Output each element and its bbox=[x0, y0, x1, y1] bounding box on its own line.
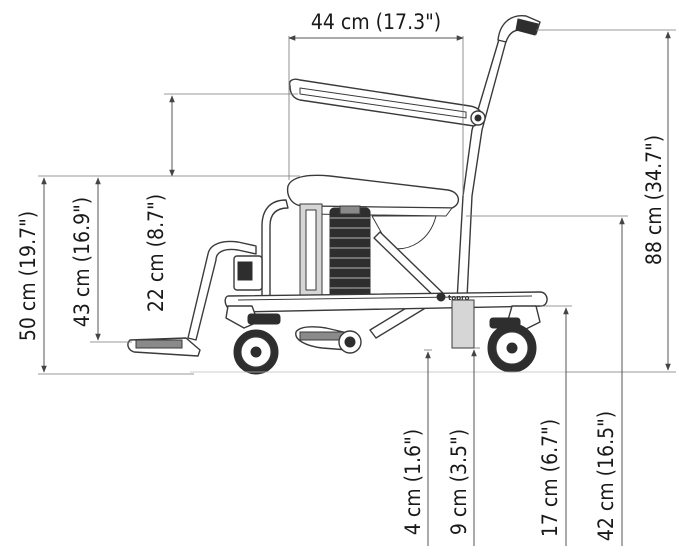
dim-overall-height: 88 cm (34.7") bbox=[536, 29, 676, 373]
dim-base-height-label: 17 cm (6.7") bbox=[538, 419, 562, 537]
dim-base-height: 17 cm (6.7") bbox=[538, 305, 572, 546]
seat-underside bbox=[299, 205, 453, 217]
dim-front-clearance: 4 cm (1.6") bbox=[401, 349, 432, 546]
handle-grip bbox=[515, 18, 539, 36]
shower-chair-illustration: topro bbox=[127, 15, 566, 375]
rear-frame-block bbox=[451, 299, 475, 349]
lift-bellows bbox=[329, 207, 371, 305]
seat-cushion bbox=[286, 174, 459, 209]
front-leg-frame bbox=[261, 199, 289, 305]
dim-mid-clearance-label: 9 cm (3.5") bbox=[447, 429, 471, 535]
dim-mid-clearance: 9 cm (3.5") bbox=[447, 347, 480, 546]
legrest-tube bbox=[187, 240, 257, 341]
dim-seat-height-min-label: 43 cm (16.9") bbox=[70, 197, 94, 327]
backrest-post bbox=[455, 33, 509, 319]
dim-seat-height-min: 43 cm (16.9") bbox=[70, 177, 132, 343]
brand-text: topro bbox=[448, 294, 470, 302]
dim-seat-depth-label: 44 cm (17.3") bbox=[311, 10, 441, 34]
dim-armrest-height-label: 22 cm (8.7") bbox=[144, 194, 168, 312]
dim-overall-height-label: 88 cm (34.7") bbox=[642, 135, 666, 265]
rear-castor bbox=[487, 305, 541, 373]
dim-seat-depth: 44 cm (17.3") bbox=[288, 10, 464, 196]
dim-seat-height-max-label: 50 cm (19.7") bbox=[16, 211, 40, 341]
dim-seat-height-max: 50 cm (19.7") bbox=[16, 177, 194, 375]
dim-armrest-height: 22 cm (8.7") bbox=[144, 93, 298, 312]
armrest-inner bbox=[299, 87, 467, 119]
front-castor bbox=[225, 305, 281, 375]
foot-pedal bbox=[295, 326, 362, 354]
dim-front-seat-height-label: 42 cm (16.5") bbox=[594, 411, 618, 541]
dim-front-seat-height: 42 cm (16.5") bbox=[466, 215, 628, 546]
brand-label: topro bbox=[436, 292, 470, 302]
dim-front-clearance-label: 4 cm (1.6") bbox=[401, 429, 425, 535]
base-frame bbox=[224, 291, 548, 313]
